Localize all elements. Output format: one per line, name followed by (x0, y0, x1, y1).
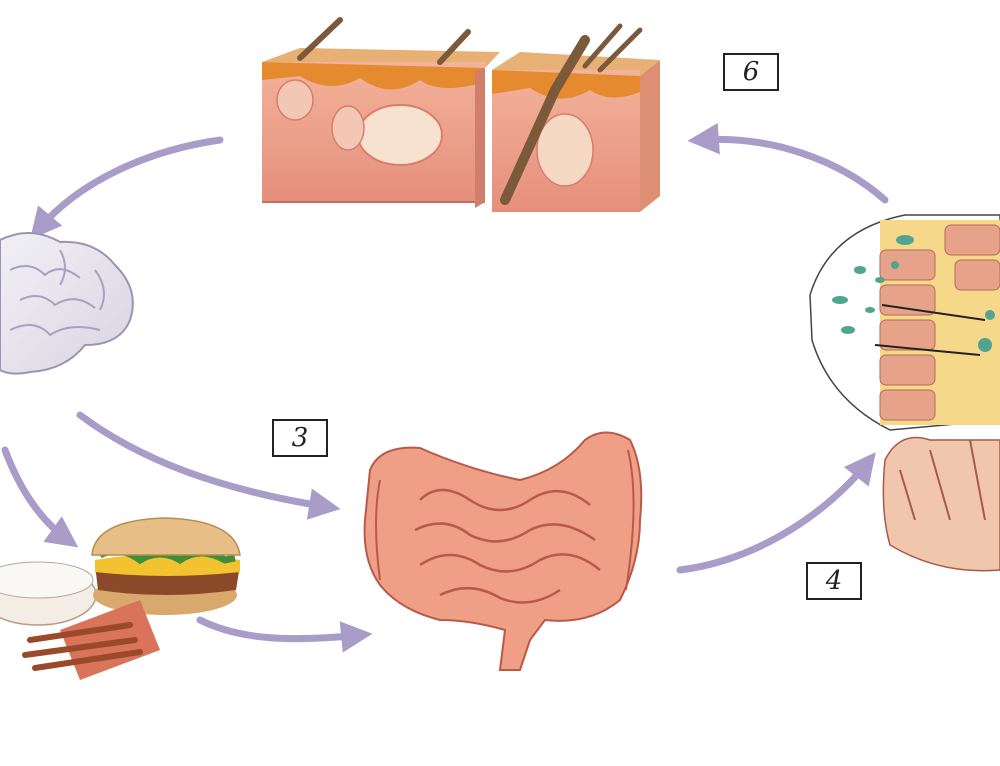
gut-wall-villi-icon (809, 214, 1000, 572)
intestine-icon (363, 431, 643, 671)
arrow-brain-to-food (1, 446, 79, 548)
arrow-gut-wall-to-skin (687, 122, 889, 204)
skin-cross-section-icon (262, 17, 660, 212)
arrow-brain-to-intestine (76, 411, 341, 520)
step-6-label: 6 (723, 53, 779, 91)
step-4-label: 4 (806, 562, 862, 600)
arrow-skin-to-brain (29, 136, 224, 240)
arrow-intestine-to-gut-wall (676, 452, 876, 574)
flow-arrows (1, 122, 889, 653)
arrow-food-to-intestine (196, 616, 373, 653)
junk-food-icon (0, 517, 241, 680)
brain-icon (0, 231, 134, 375)
step-3-label: 3 (272, 419, 328, 457)
